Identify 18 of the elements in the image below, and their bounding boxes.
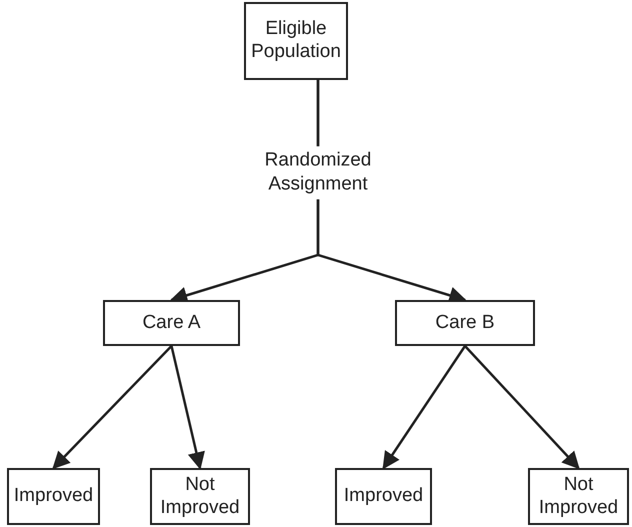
process-box (335, 468, 432, 525)
box-label: Not Improved (538, 474, 620, 520)
box-label: Improved (344, 485, 424, 508)
process-box (528, 468, 629, 525)
arrow (382, 345, 466, 470)
box-label: Care A (142, 312, 201, 334)
box-label: Improved (14, 485, 94, 508)
process-box (150, 468, 250, 525)
box-label: Eligible Population (250, 18, 342, 64)
process-box (395, 300, 535, 346)
process-box (7, 468, 100, 525)
box-label: Care B (435, 312, 495, 334)
arrow (464, 345, 580, 470)
process-box (244, 2, 348, 80)
process-box (103, 300, 240, 346)
arrow (170, 346, 205, 470)
box-label: Not Improved (159, 474, 241, 520)
arrow (52, 345, 172, 470)
